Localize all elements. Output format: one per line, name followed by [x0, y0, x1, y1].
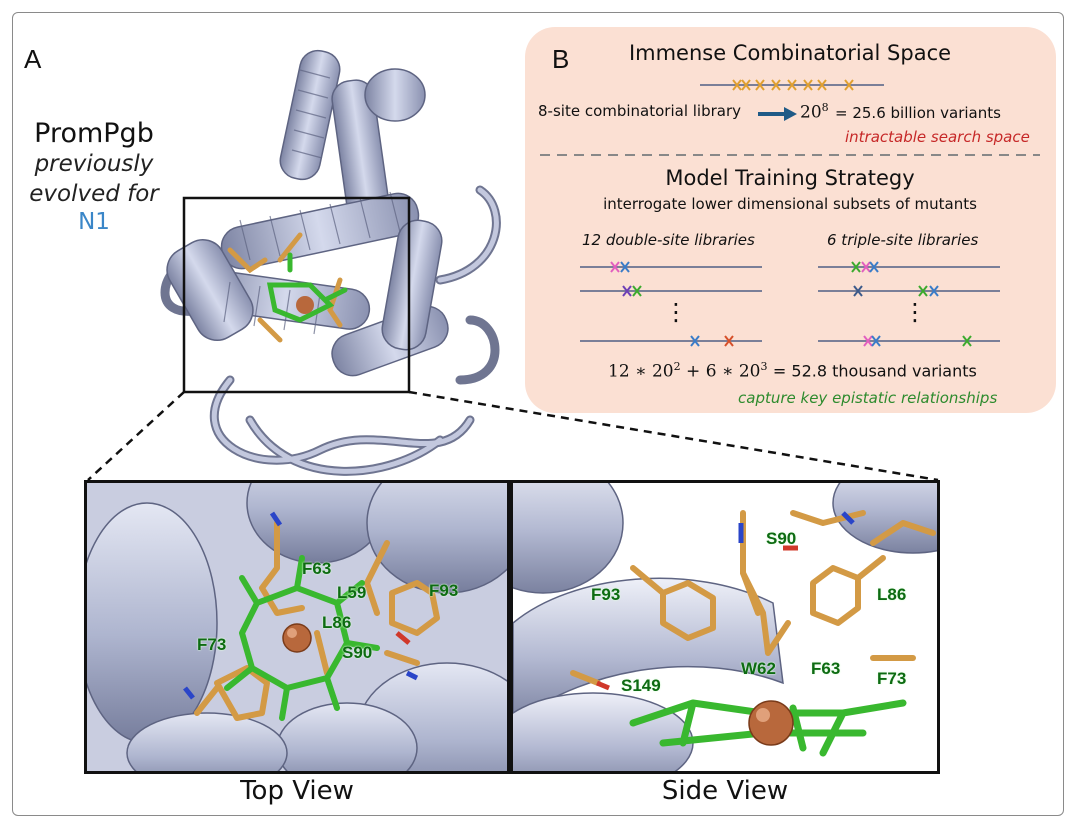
- formula-exp-b: 3: [760, 360, 768, 373]
- triple-site-diagram: [818, 261, 1000, 347]
- combinatorial-title: Immense Combinatorial Space: [628, 41, 952, 65]
- formula-part-b: + 6 ∗ 20: [680, 361, 761, 382]
- protein-target: N1: [78, 209, 110, 235]
- top-view-illustration: [87, 483, 507, 771]
- top-view-label: Top View: [240, 776, 354, 806]
- top-residue-F93: F93: [429, 581, 459, 600]
- panel-a-letter: A: [24, 44, 42, 74]
- formula-expression: 12 ∗ 202 + 6 ∗ 203 = 52.8 thousand varia…: [608, 360, 977, 382]
- strategy-subtitle: interrogate lower dimensional subsets of…: [603, 195, 977, 213]
- billion-variants: = 25.6 billion variants: [835, 104, 1001, 122]
- side-view-image: S90 F93 L86 W62 F63 F73 S149: [510, 480, 940, 774]
- top-view-image: F63 L59 F93 L86 F73 S90: [84, 480, 510, 774]
- triple-site-label: 6 triple-site libraries: [827, 231, 979, 249]
- side-residue-F63: F63: [811, 659, 841, 678]
- top-residue-L59: L59: [337, 583, 367, 602]
- side-residue-L86: L86: [877, 585, 907, 604]
- strategy-title: Model Training Strategy: [665, 166, 915, 190]
- thousand-variants: = 52.8 thousand variants: [772, 361, 977, 381]
- eight-site-diagram: [700, 79, 884, 91]
- capture-note: capture key epistatic relationships: [738, 389, 998, 407]
- protein-sub-line2: evolved for: [29, 181, 159, 207]
- protein-sub-line1: previously: [34, 151, 154, 177]
- formula-exp-a: 2: [673, 360, 681, 373]
- side-residue-F93: F93: [591, 585, 621, 604]
- panel-b-box: [525, 27, 1056, 413]
- side-residue-F73: F73: [877, 669, 907, 688]
- side-view-label: Side View: [661, 776, 789, 806]
- side-residue-W62: W62: [741, 659, 776, 678]
- figure-frame: [12, 12, 1064, 816]
- double-site-label: 12 double-site libraries: [582, 231, 755, 249]
- side-residue-S90: S90: [766, 529, 797, 548]
- power-exponent: 8: [821, 101, 829, 114]
- double-site-diagram: [580, 261, 762, 347]
- top-residue-F73: F73: [197, 635, 227, 654]
- section-divider: [540, 154, 1040, 156]
- protein-name: PromPgb: [34, 118, 154, 149]
- double-ellipsis: ⋮: [664, 298, 688, 326]
- formula-part-a: 12 ∗ 20: [608, 361, 674, 382]
- power-base: 20: [800, 102, 822, 123]
- library-text: 8-site combinatorial library: [538, 102, 742, 120]
- intractable-note: intractable search space: [845, 128, 1030, 146]
- side-view-illustration: [513, 483, 937, 771]
- protein-label: PromPgb previously evolved for N1: [24, 118, 164, 235]
- triple-ellipsis: ⋮: [903, 298, 927, 326]
- top-residue-S90: S90: [342, 643, 373, 662]
- top-residue-F63: F63: [302, 559, 332, 578]
- power-expression: 208: [800, 101, 829, 123]
- arrow-icon: [758, 107, 797, 121]
- panel-b-letter: B: [552, 44, 570, 74]
- top-residue-L86: L86: [322, 613, 352, 632]
- protein-structure-image: [160, 49, 501, 476]
- side-residue-S149: S149: [621, 676, 661, 695]
